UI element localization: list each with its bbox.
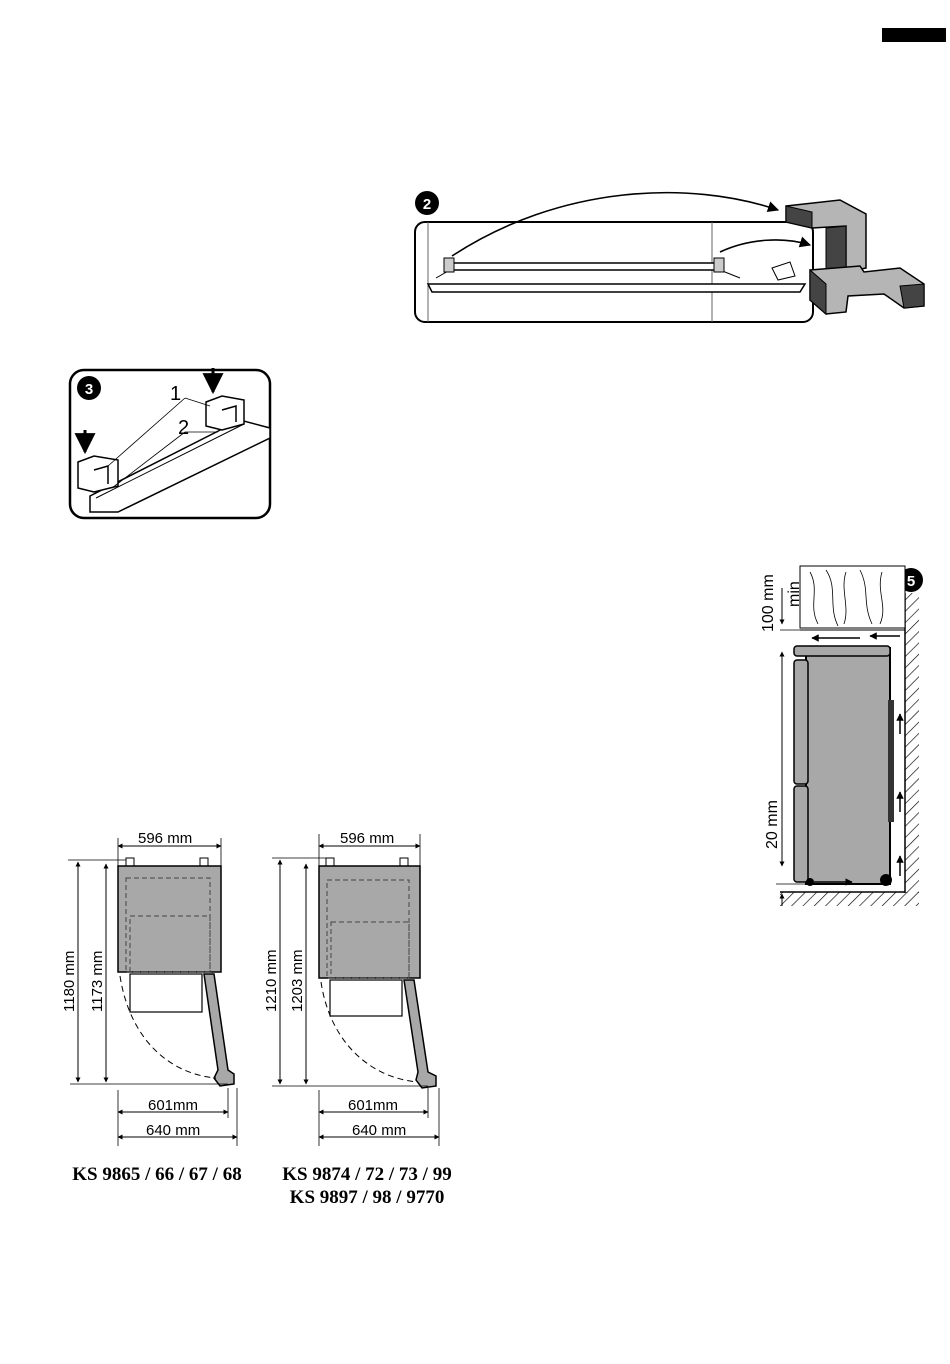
left-height-inner-label: 1173 mm (89, 951, 106, 1012)
right-height-inner-label: 1203 mm (289, 949, 306, 1012)
figure-5-badge-number: 5 (907, 573, 915, 590)
appliance-door-upper (794, 660, 808, 784)
callout-1: 1 (170, 383, 181, 405)
right-depth-601-label: 601mm (348, 1097, 398, 1114)
top-clearance-label: 100 mm (760, 574, 777, 632)
top-clearance-min-label: min (786, 581, 803, 607)
appliance-top-edge (428, 284, 805, 292)
callout-2: 2 (178, 417, 189, 439)
appliance-door-lower (794, 786, 808, 882)
figure-3-badge-number: 3 (85, 381, 93, 398)
figure-3: 3 1 2 (70, 368, 270, 518)
bracket-left (78, 456, 118, 492)
dimension-drawing-right: 596 mm 1210 mm 1203 mm 601mm 640 mm (263, 830, 439, 1146)
figure-2-badge-number: 2 (423, 196, 431, 213)
appliance-body (806, 648, 890, 884)
left-depth-640-label: 640 mm (146, 1122, 200, 1139)
right-height-outer-label: 1210 mm (263, 949, 280, 1012)
figure-2-frame (415, 222, 813, 322)
right-open-door (404, 980, 436, 1088)
left-depth-601-label: 601mm (148, 1097, 198, 1114)
floor (780, 892, 919, 906)
removed-bracket-lower (810, 266, 924, 314)
left-model-caption: KS 9865 / 66 / 67 / 68 (52, 1163, 262, 1186)
right-model-caption: KS 9874 / 72 / 73 / 99 KS 9897 / 98 / 97… (262, 1163, 472, 1209)
right-width-label: 596 mm (340, 830, 394, 847)
transport-bracket-right (714, 258, 724, 272)
left-appliance-plan (118, 866, 221, 972)
left-open-door (204, 974, 234, 1086)
figure-5: 5 100 mm min 20 mm (760, 566, 923, 906)
left-height-outer-label: 1180 mm (61, 951, 78, 1012)
left-model-line: KS 9865 / 66 / 67 / 68 (52, 1163, 262, 1186)
left-width-label: 596 mm (138, 830, 192, 847)
bottom-clearance-label: 20 mm (764, 800, 781, 849)
right-model-line-1: KS 9874 / 72 / 73 / 99 (262, 1163, 472, 1186)
right-depth-640-label: 640 mm (352, 1122, 406, 1139)
right-model-line-2: KS 9897 / 98 / 9770 (262, 1186, 472, 1209)
transport-bracket-left (444, 258, 454, 272)
figure-2: 2 (415, 191, 924, 322)
wall (905, 593, 919, 893)
bracket-right (206, 396, 244, 430)
dimension-drawing-left: 596 mm 1180 mm 1173 mm 601mm 640 mm (61, 830, 237, 1146)
